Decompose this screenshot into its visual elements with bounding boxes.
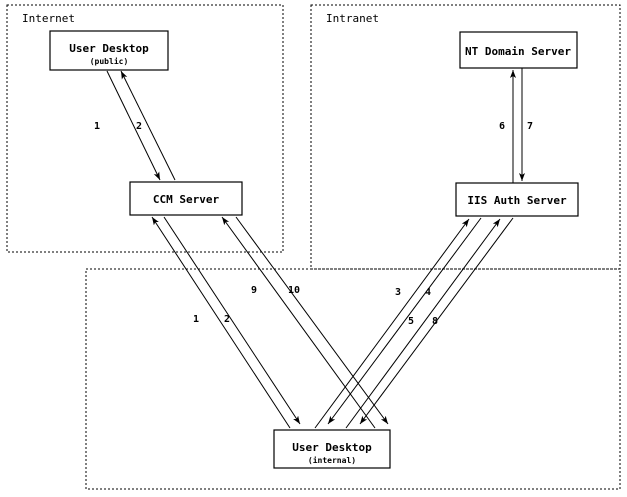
edge-2-ccm-to-public	[120, 70, 176, 181]
node-iis-auth-server[interactable]: IIS Auth Server	[455, 182, 579, 217]
edge-label-3: 3	[395, 287, 401, 298]
edge-label-7: 7	[527, 121, 533, 132]
edge-4-iis-to-internal	[327, 217, 482, 425]
node-nt-domain-server[interactable]: NT Domain Server	[459, 31, 578, 69]
edge-label-5: 5	[408, 316, 414, 327]
edge-3-internal-to-iis	[314, 218, 470, 429]
edge-1-internal-to-ccm	[151, 216, 291, 429]
edge-8-iis-to-internal	[359, 217, 514, 425]
zone-intranet-box	[310, 4, 621, 270]
edge-label-10: 10	[288, 285, 300, 296]
node-user-desktop-internal-title: User Desktop	[292, 441, 372, 454]
zone-internet-label: Internet	[22, 12, 75, 25]
edge-label-6: 6	[499, 121, 505, 132]
edge-10-ccm-to-internal	[235, 216, 389, 425]
node-user-desktop-public-box[interactable]	[49, 30, 169, 71]
node-ccm-server-box[interactable]	[129, 181, 243, 216]
edge-label-1-public: 1	[94, 121, 100, 132]
edge-5-internal-to-iis	[345, 218, 501, 429]
edge-9-internal-to-ccm	[221, 216, 376, 429]
node-user-desktop-public-subtitle: (public)	[90, 56, 129, 66]
node-user-desktop-public[interactable]: User Desktop (public)	[49, 30, 169, 71]
edge-label-4: 4	[425, 287, 431, 298]
edge-1-public-to-ccm	[106, 70, 161, 181]
edge-label-2-internal: 2	[224, 314, 230, 325]
node-ccm-server[interactable]: CCM Server	[129, 181, 243, 216]
edge-label-8: 8	[432, 316, 438, 327]
node-ccm-server-title: CCM Server	[153, 193, 220, 206]
edge-label-9: 9	[251, 285, 257, 296]
edge-2-ccm-to-internal	[163, 216, 301, 425]
zone-lower-box	[85, 268, 621, 490]
node-iis-auth-server-title: IIS Auth Server	[467, 194, 567, 207]
node-user-desktop-internal-subtitle: (internal)	[308, 455, 356, 465]
edge-label-1-internal: 1	[193, 314, 199, 325]
node-nt-domain-server-box[interactable]	[459, 31, 578, 69]
node-user-desktop-internal-box[interactable]	[273, 429, 391, 469]
node-user-desktop-internal[interactable]: User Desktop (internal)	[273, 429, 391, 469]
node-nt-domain-server-title: NT Domain Server	[465, 45, 571, 58]
zone-internet-box	[6, 4, 284, 253]
node-iis-auth-server-box[interactable]	[455, 182, 579, 217]
node-user-desktop-public-title: User Desktop	[69, 42, 149, 55]
edge-label-2-public: 2	[136, 121, 142, 132]
zone-intranet-label: Intranet	[326, 12, 379, 25]
